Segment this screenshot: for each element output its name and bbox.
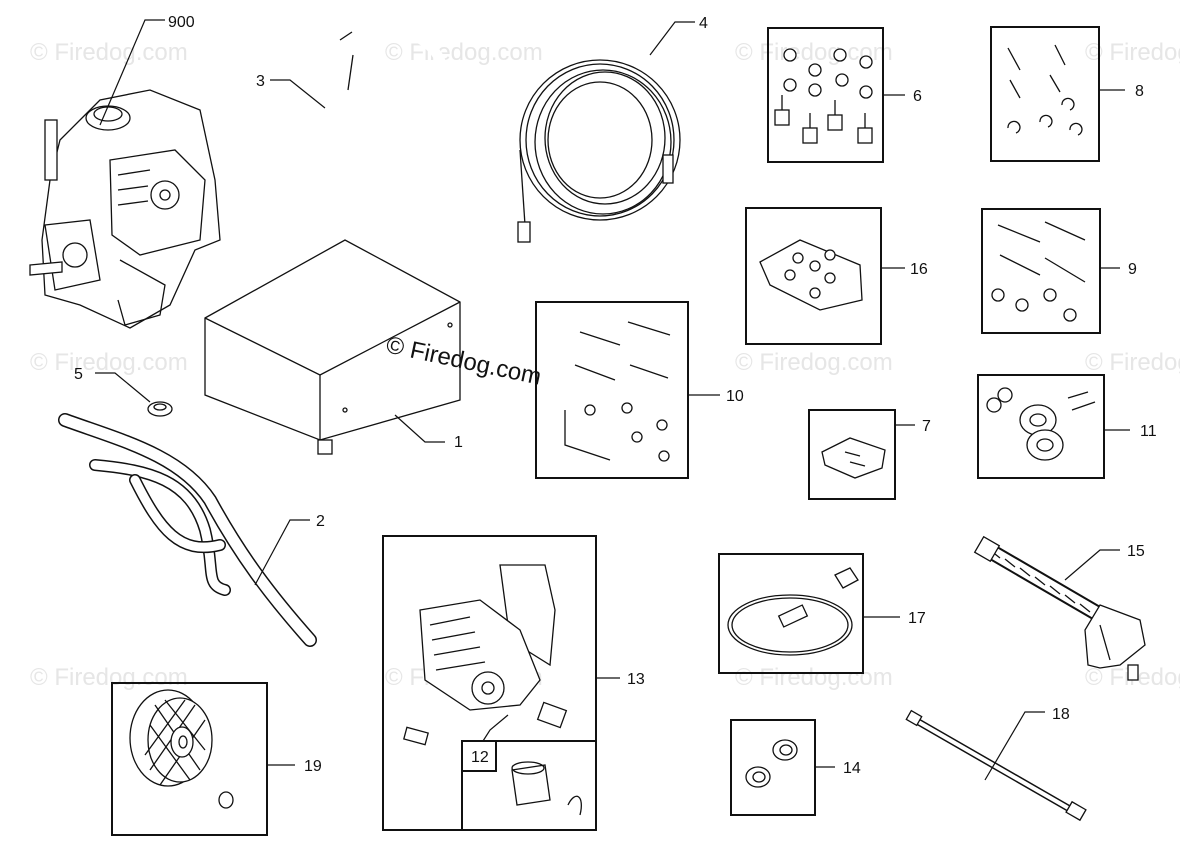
watermark-faint: © Firedog.com	[1085, 39, 1180, 66]
leader-lines	[95, 19, 1130, 781]
part-11-hardware	[977, 374, 1105, 479]
callout-3: 3	[256, 73, 265, 90]
part-16-hardware	[745, 207, 882, 345]
callout-12: 12	[471, 749, 489, 766]
callout-10: 10	[726, 388, 744, 405]
callout-1: 1	[454, 434, 463, 451]
part-14-box	[730, 719, 816, 816]
part-900-engine	[29, 89, 221, 329]
part-13-pump	[382, 535, 597, 831]
part-10-box	[535, 301, 689, 479]
callout-13: 13	[627, 671, 645, 688]
part-16-box	[745, 207, 882, 345]
callout-900: 900	[168, 14, 195, 31]
callout-16: 16	[910, 261, 928, 278]
watermark-faint: © Firedog.com	[735, 664, 893, 691]
part-11-box	[977, 374, 1105, 479]
part-10-hardware	[535, 301, 689, 479]
callout-4: 4	[699, 15, 708, 32]
part-19-wheel	[111, 682, 268, 836]
part-7-hardware	[808, 409, 896, 500]
callout-6: 6	[913, 88, 922, 105]
part-12-box	[461, 740, 597, 831]
callout-17: 17	[908, 610, 926, 627]
watermark-faint: © Firedog.com	[735, 349, 893, 376]
part-4-hose	[517, 59, 681, 243]
callout-numbers: 900 3 4 1 5 2 19 10 13 12 6 8 16 9 7 11 …	[74, 14, 1157, 777]
callout-5: 5	[74, 366, 83, 383]
callout-8: 8	[1135, 83, 1144, 100]
part-15-spray-gun	[973, 535, 1146, 681]
part-9-hardware	[981, 208, 1101, 334]
part-12-label-box	[461, 740, 497, 772]
callout-2: 2	[316, 513, 325, 530]
part-17-box	[718, 553, 864, 674]
part-1-box	[204, 239, 461, 455]
part-17-hardware	[718, 553, 864, 674]
part-7-box	[808, 409, 896, 500]
part-14-hardware	[730, 719, 816, 816]
callout-18: 18	[1052, 706, 1070, 723]
faint-watermarks: © Firedog.com © Firedog.com © Firedog.co…	[30, 39, 1180, 691]
callout-11: 11	[1140, 423, 1157, 440]
watermark-faint: © Firedog.com	[1085, 349, 1180, 376]
callout-7: 7	[922, 418, 931, 435]
watermark-faint: © Firedog.com	[385, 39, 543, 66]
callout-19: 19	[304, 758, 322, 775]
part-5-grommet	[147, 401, 173, 417]
part-8-box	[990, 26, 1100, 162]
part-3-handle	[293, 18, 453, 208]
callout-14: 14	[843, 760, 861, 777]
part-9-box	[981, 208, 1101, 334]
watermark-faint: © Firedog.com	[30, 664, 188, 691]
part-8-hardware	[990, 26, 1100, 162]
watermark-faint: © Firedog.com	[30, 39, 188, 66]
callout-15: 15	[1127, 543, 1145, 560]
callout-9: 9	[1128, 261, 1137, 278]
part-18-wand	[905, 709, 1087, 822]
part-2-frame	[58, 413, 317, 647]
watermark-faint: © Firedog.com	[30, 349, 188, 376]
part-19-box	[111, 682, 268, 836]
